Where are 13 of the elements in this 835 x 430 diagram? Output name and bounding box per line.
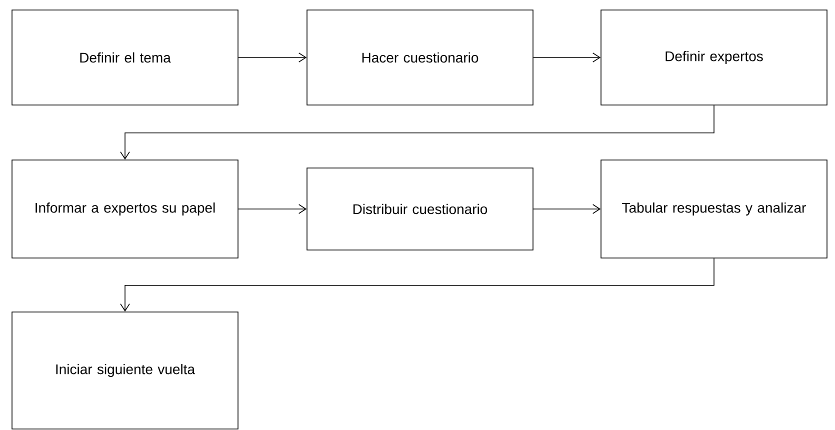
arrow	[238, 52, 307, 62]
arrow	[533, 52, 601, 62]
process-box: Tabular respuestas y analizar	[600, 160, 828, 258]
arrow	[238, 204, 307, 214]
arrow	[120, 258, 714, 312]
process-box: Distribuir cuestionario	[306, 168, 534, 250]
process-box: Iniciar siguiente vuelta	[12, 312, 238, 430]
arrow	[533, 204, 601, 214]
process-box: Informar a expertos su papel	[12, 160, 238, 258]
arrow	[120, 105, 714, 160]
process-box: Hacer cuestionario	[306, 10, 534, 106]
process-box: Definir el tema	[12, 10, 238, 106]
process-box: Definir expertos	[600, 10, 828, 106]
